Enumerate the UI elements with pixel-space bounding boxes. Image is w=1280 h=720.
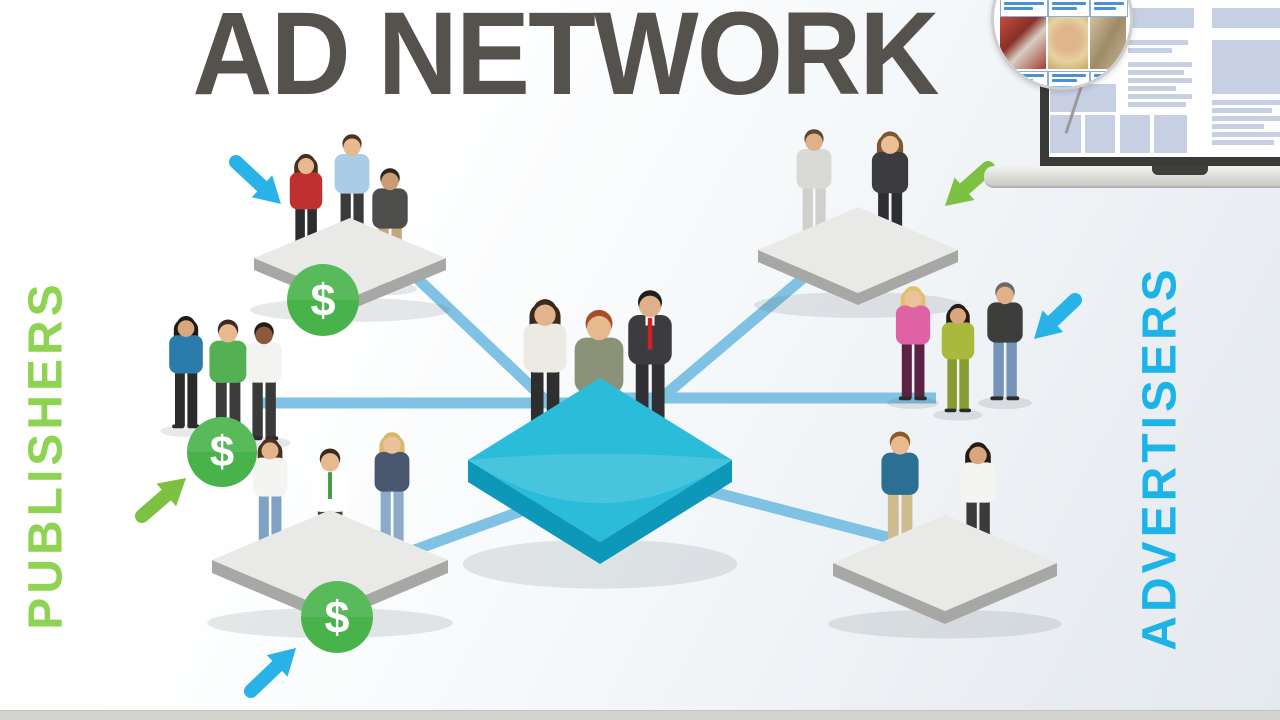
person: [887, 286, 939, 409]
person: [978, 282, 1032, 410]
dollar-icon: $: [301, 581, 373, 653]
group-advertisers-middle: [887, 282, 1032, 421]
bottom-strip: [0, 710, 1280, 720]
dollar-icon: $: [287, 264, 359, 336]
svg-text:$: $: [310, 275, 335, 326]
hub-sheen: [468, 453, 732, 504]
arrow-blue-icon: [244, 648, 296, 698]
svg-text:$: $: [324, 592, 349, 643]
svg-text:$: $: [210, 428, 234, 477]
hub-platform: [462, 378, 738, 589]
platform-advertisers-top: [754, 207, 962, 318]
arrow-green-icon: [135, 478, 186, 523]
arrow-blue-icon: [229, 155, 281, 204]
dollar-icon: $: [187, 417, 257, 487]
publishers-label: PUBLISHERS: [19, 280, 73, 630]
person: [160, 316, 212, 437]
person: [933, 303, 983, 421]
arrow-green-icon: [945, 161, 995, 206]
arrow-blue-icon: [1034, 293, 1082, 339]
page-title: AD NETWORK: [192, 0, 939, 120]
advertisers-label: ADVERTISERS: [1133, 265, 1187, 651]
platform-advertisers-bottom: [828, 515, 1062, 639]
